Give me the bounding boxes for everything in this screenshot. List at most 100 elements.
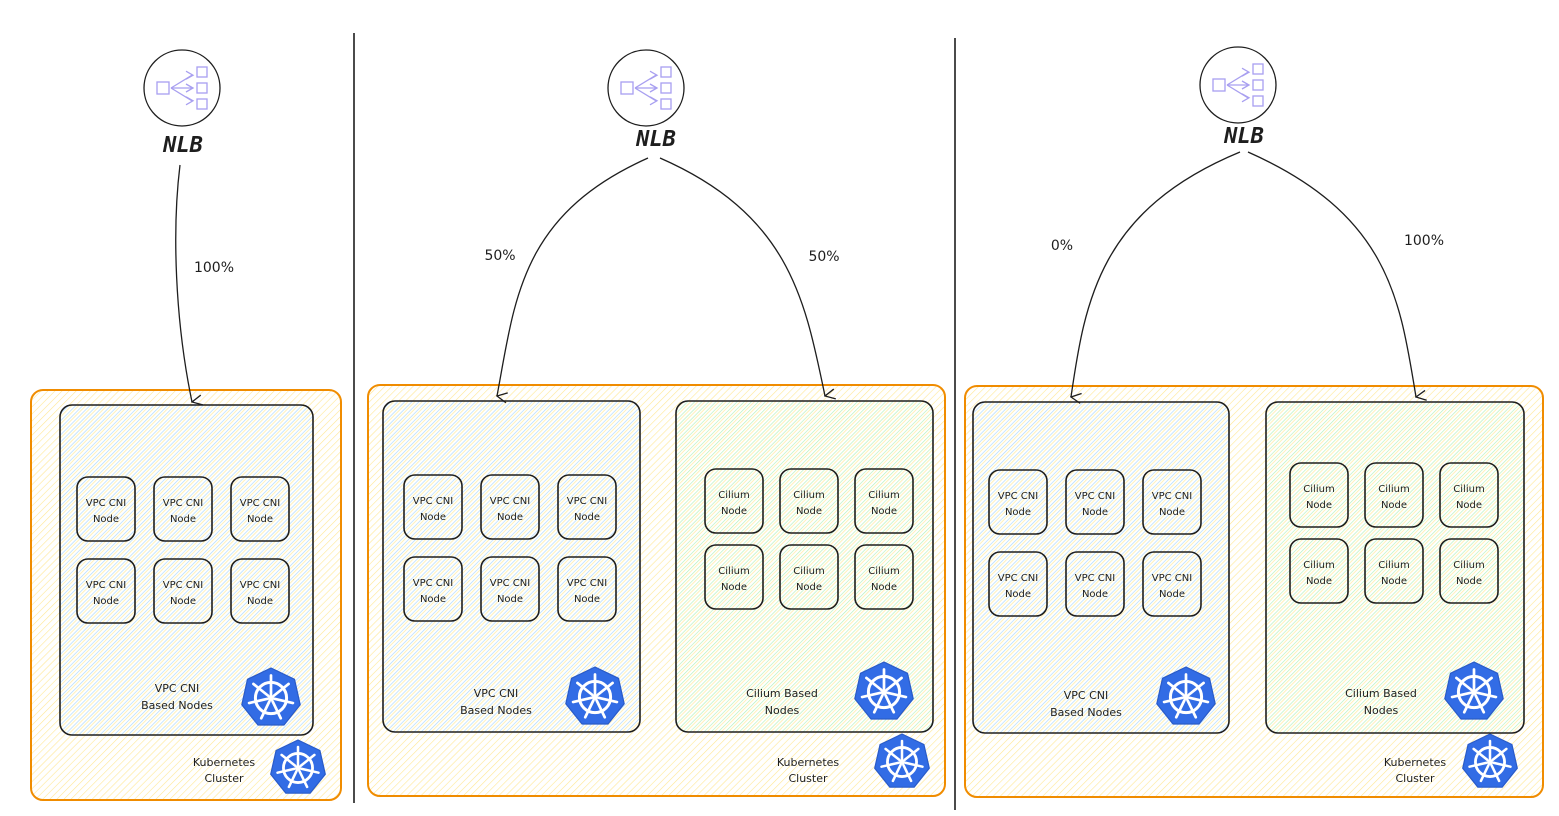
node-label: Node xyxy=(497,594,523,605)
node-group-label: VPC CNI xyxy=(1064,689,1109,702)
node-label: VPC CNI xyxy=(567,496,607,507)
kubernetes-icon xyxy=(1156,666,1216,725)
node-label: Node xyxy=(93,596,119,607)
node-label: Node xyxy=(170,596,196,607)
cluster-label: Cluster xyxy=(1395,772,1435,785)
traffic-percentage-label: 50% xyxy=(808,249,839,265)
vpc-node: VPC CNI Node xyxy=(1142,551,1202,617)
node-label: VPC CNI xyxy=(163,498,203,509)
node-group-label: Nodes xyxy=(1364,704,1399,717)
vpc-node: VPC CNI Node xyxy=(988,469,1048,535)
node-label: Node xyxy=(1456,576,1482,587)
node-label: Node xyxy=(1306,576,1332,587)
node-label: Cilium xyxy=(1453,484,1484,495)
kubernetes-icon xyxy=(854,661,914,720)
node-label: Node xyxy=(871,506,897,517)
node-label: Cilium xyxy=(793,566,824,577)
cilium-node-group: Cilium BasedNodesCiliumNodeCiliumNodeCil… xyxy=(675,400,934,733)
kubernetes-icon xyxy=(1444,661,1504,720)
vpc-node: VPC CNI Node xyxy=(230,476,290,542)
node-label: Cilium xyxy=(1303,560,1334,571)
nlb-label: NLB xyxy=(635,127,676,152)
node-label: Node xyxy=(796,506,822,517)
node-label: Node xyxy=(420,594,446,605)
traffic-arrow xyxy=(1071,151,1241,397)
node-group-label: Nodes xyxy=(765,704,800,717)
nlb-icon xyxy=(607,49,685,127)
cluster-label: Kubernetes xyxy=(777,756,840,769)
cluster-label: Cluster xyxy=(204,772,244,785)
node-label: Node xyxy=(721,582,747,593)
node-group-label: Based Nodes xyxy=(460,704,532,717)
cluster-label: Kubernetes xyxy=(193,756,256,769)
node-label: Node xyxy=(497,512,523,523)
cilium-node-group: Cilium BasedNodesCiliumNodeCiliumNodeCil… xyxy=(1265,401,1525,734)
node-label: VPC CNI xyxy=(86,580,126,591)
node-label: Node xyxy=(1306,500,1332,511)
traffic-percentage-label: 0% xyxy=(1051,238,1073,254)
node-label: Node xyxy=(1005,507,1031,518)
traffic-percentage-label: 50% xyxy=(484,248,515,264)
traffic-arrow xyxy=(1247,151,1416,397)
node-label: Cilium xyxy=(1453,560,1484,571)
node-label: Node xyxy=(871,582,897,593)
nlb-icon xyxy=(143,49,221,127)
vpc-node: VPC CNI Node xyxy=(153,558,213,624)
node-label: Cilium xyxy=(1378,560,1409,571)
node-label: VPC CNI xyxy=(1152,573,1192,584)
node-group-label: Cilium Based xyxy=(746,687,818,700)
kubernetes-icon xyxy=(565,666,625,725)
node-label: Node xyxy=(247,514,273,525)
kubernetes-icon xyxy=(1462,733,1518,788)
node-label: VPC CNI xyxy=(998,491,1038,502)
node-label: Node xyxy=(721,506,747,517)
node-label: Node xyxy=(1005,589,1031,600)
node-label: Node xyxy=(1082,507,1108,518)
node-label: Cilium xyxy=(1378,484,1409,495)
node-label: Node xyxy=(1082,589,1108,600)
node-label: VPC CNI xyxy=(240,498,280,509)
node-label: VPC CNI xyxy=(1075,573,1115,584)
node-label: Cilium xyxy=(1303,484,1334,495)
node-label: VPC CNI xyxy=(490,578,530,589)
node-label: Cilium xyxy=(868,566,899,577)
node-group-label: VPC CNI xyxy=(474,687,519,700)
kubernetes-icon xyxy=(874,733,930,788)
vpc-node: VPC CNI Node xyxy=(76,558,136,624)
traffic-percentage-label: 100% xyxy=(194,260,234,276)
nlb-label: NLB xyxy=(1223,124,1264,149)
node-group-label: VPC CNI xyxy=(155,682,200,695)
cluster-label: Kubernetes xyxy=(1384,756,1447,769)
node-label: Node xyxy=(93,514,119,525)
node-label: Node xyxy=(247,596,273,607)
node-label: Node xyxy=(1381,500,1407,511)
node-label: Node xyxy=(1456,500,1482,511)
node-label: Node xyxy=(1159,589,1185,600)
node-label: VPC CNI xyxy=(163,580,203,591)
kubernetes-icon xyxy=(270,739,326,794)
